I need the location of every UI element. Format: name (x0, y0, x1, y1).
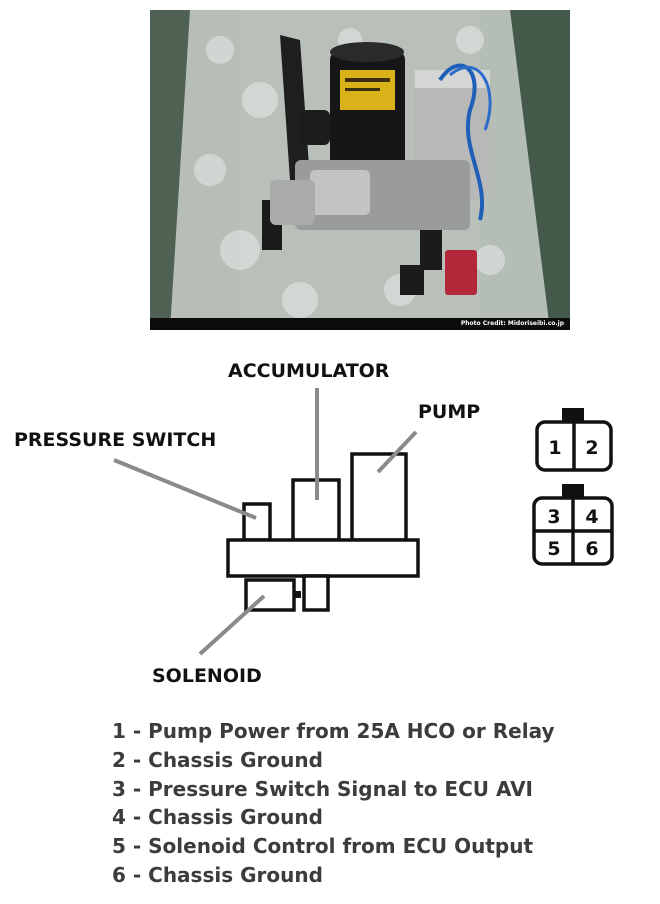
label-solenoid: SOLENOID (152, 665, 262, 687)
label-pump: PUMP (418, 401, 480, 423)
connector-2-pin-latch (562, 408, 584, 422)
leader-pressure-switch (113, 458, 257, 520)
pin-3-label: 3 (547, 506, 560, 528)
pressure-switch-shape (242, 502, 272, 542)
photo-credit: Photo Credit: Midoriseibi.co.jp (460, 320, 564, 327)
solenoid-link-shape (294, 591, 301, 598)
pump-diagram: ACCUMULATOR PUMP PRESSURE SWITCH SOLENOI… (14, 360, 614, 687)
solenoid-stem-shape (302, 574, 330, 612)
pinout-legend: 1 - Pump Power from 25A HCO or Relay 2 -… (112, 717, 555, 890)
leader-pump (376, 430, 418, 474)
photo-illustration (150, 10, 570, 330)
connector-2-pin: 1 2 (535, 408, 613, 472)
legend-item-pin-5: 5 - Solenoid Control from ECU Output (112, 834, 534, 859)
pin-6-label: 6 (585, 538, 598, 560)
legend-item-pin-2: 2 - Chassis Ground (112, 747, 323, 772)
pump-assembly-photo: Photo Credit: Midoriseibi.co.jp (150, 10, 570, 330)
connector-6-pin-latch (562, 484, 584, 498)
legend-item-pin-4: 4 - Chassis Ground (112, 805, 323, 830)
manifold-block-shape (226, 538, 420, 578)
pump-shape (350, 452, 408, 542)
pin-2-label: 2 (585, 437, 598, 459)
leader-solenoid (198, 594, 266, 656)
label-pressure-switch: PRESSURE SWITCH (14, 429, 216, 451)
pin-5-label: 5 (547, 538, 560, 560)
pin-4-label: 4 (585, 506, 598, 528)
pin-1-label: 1 (548, 437, 561, 459)
legend-item-pin-6: 6 - Chassis Ground (112, 862, 323, 887)
connector-6-pin: 3 4 5 6 (532, 484, 614, 566)
legend-item-pin-3: 3 - Pressure Switch Signal to ECU AVI (112, 776, 533, 801)
label-accumulator: ACCUMULATOR (228, 360, 390, 382)
legend-item-pin-1: 1 - Pump Power from 25A HCO or Relay (112, 719, 555, 743)
